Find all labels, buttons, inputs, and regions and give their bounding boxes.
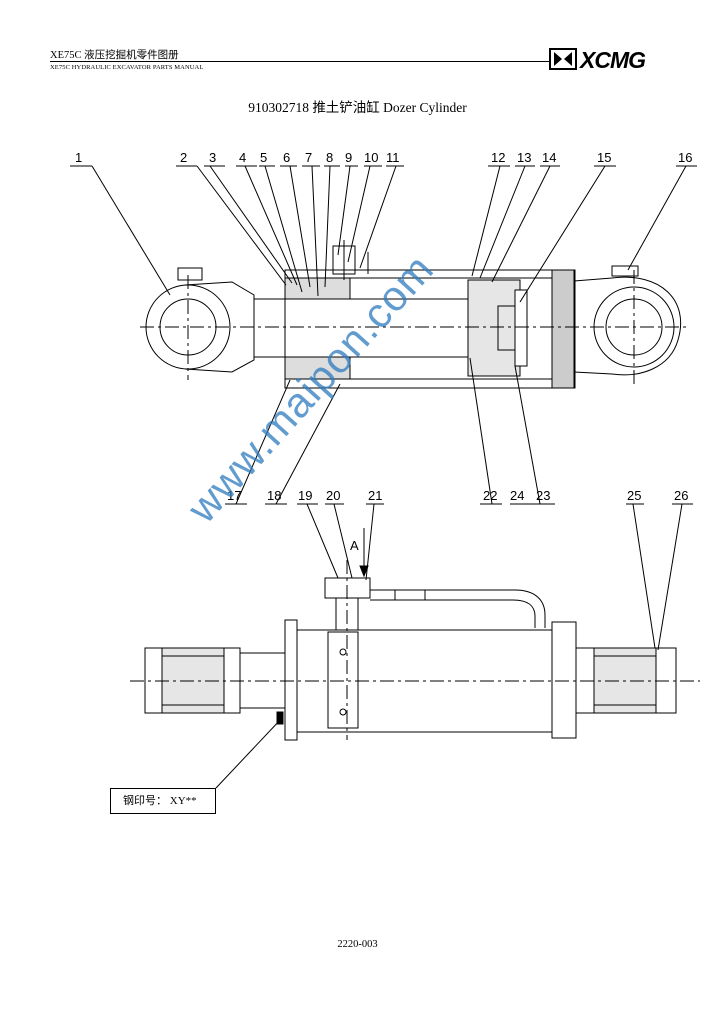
header-rule <box>50 61 550 62</box>
callout-label: 22 <box>483 488 497 503</box>
callout-label: 11 <box>386 150 400 165</box>
page-title: 910302718 推土铲油缸 Dozer Cylinder <box>248 100 467 115</box>
callout-label: 8 <box>326 150 333 165</box>
callout-label: 23 <box>536 488 550 503</box>
callout-label: 26 <box>674 488 688 503</box>
page-number: 2220-003 <box>337 939 378 950</box>
callout-label: 19 <box>298 488 312 503</box>
xcmg-logo: XCMG <box>549 47 647 72</box>
callout-label: 5 <box>260 150 267 165</box>
callout-label: 16 <box>678 150 692 165</box>
callout-label: 25 <box>627 488 641 503</box>
view-label: A <box>350 538 359 553</box>
header-title-cn: XE75C 液压挖掘机零件图册 <box>50 50 179 61</box>
callout-label: 12 <box>491 150 505 165</box>
callout-label: 9 <box>345 150 352 165</box>
callout-label: 1 <box>75 150 82 165</box>
header-title-en: XE75C HYDRAULIC EXCAVATOR PARTS MANUAL <box>50 64 204 71</box>
callout-label: 15 <box>597 150 611 165</box>
callout-label: 24 <box>510 488 524 503</box>
callout-label: 4 <box>239 150 246 165</box>
callout-label: 18 <box>267 488 281 503</box>
callout-label: 20 <box>326 488 340 503</box>
callout-label: 14 <box>542 150 556 165</box>
stamp-label: 钢印号： XY** <box>110 788 216 814</box>
callout-label: 17 <box>227 488 241 503</box>
callout-label: 13 <box>517 150 531 165</box>
callout-label: 10 <box>364 150 378 165</box>
callout-label: 3 <box>209 150 216 165</box>
callout-label: 6 <box>283 150 290 165</box>
callout-label: 21 <box>368 488 382 503</box>
callout-label: 7 <box>305 150 312 165</box>
callout-label: 2 <box>180 150 187 165</box>
svg-text:XCMG: XCMG <box>578 47 646 72</box>
